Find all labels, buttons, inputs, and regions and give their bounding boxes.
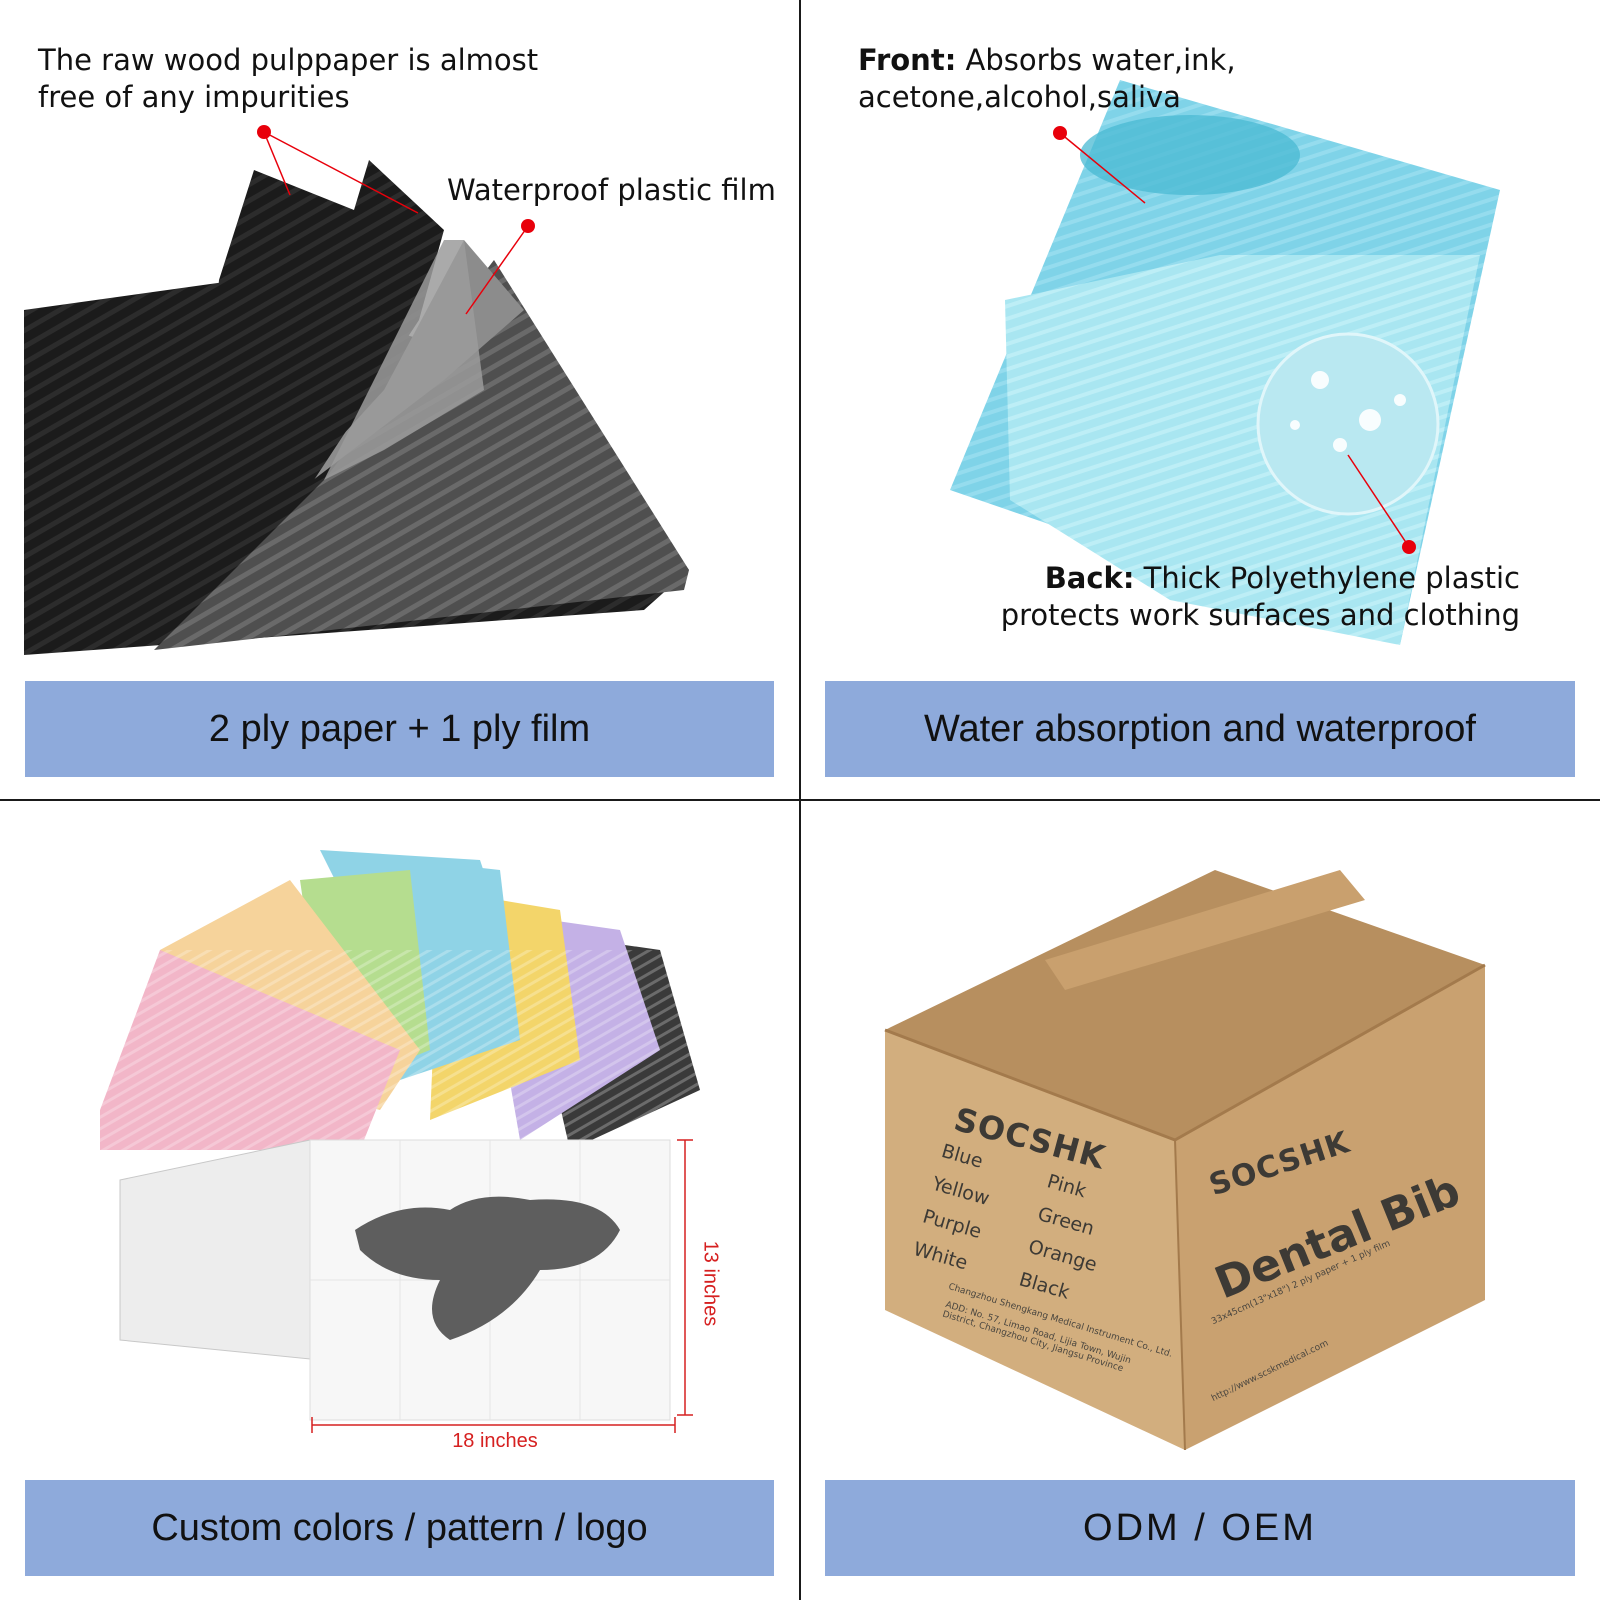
width-dimension-label: 18 inches [452,1430,538,1452]
dimension-lines [311,1139,693,1433]
blue-bib-image [950,80,1500,645]
height-dimension-label: 13 inches [699,1240,722,1327]
carton-box-image [884,870,1486,1451]
absorption-caption: Water absorption and waterproof [825,681,1575,777]
callout-leaders-structure [257,125,535,315]
back-label: Back: [1044,561,1135,595]
custom-caption: Custom colors / pattern / logo [25,1480,774,1576]
back-text: Thick Polyethylene plastic protects work… [1000,561,1520,632]
front-callout: Front: Absorbs water,ink, acetone,alcoho… [858,42,1278,116]
callout-leaders-absorption [1053,126,1416,554]
film-callout: Waterproof plastic film [447,173,776,207]
front-text: Absorbs water,ink, acetone,alcohol,saliv… [858,43,1236,114]
color-bibs-image [100,850,700,1421]
black-bib-image [24,160,689,655]
back-callout: Back: Thick Polyethylene plastic protect… [980,560,1520,634]
oem-caption: ODM / OEM [825,1480,1575,1576]
front-label: Front: [858,43,957,77]
paper-callout: The raw wood pulppaper is almost free of… [38,43,539,114]
horizontal-divider [0,799,1600,801]
structure-caption: 2 ply paper + 1 ply film [25,681,774,777]
